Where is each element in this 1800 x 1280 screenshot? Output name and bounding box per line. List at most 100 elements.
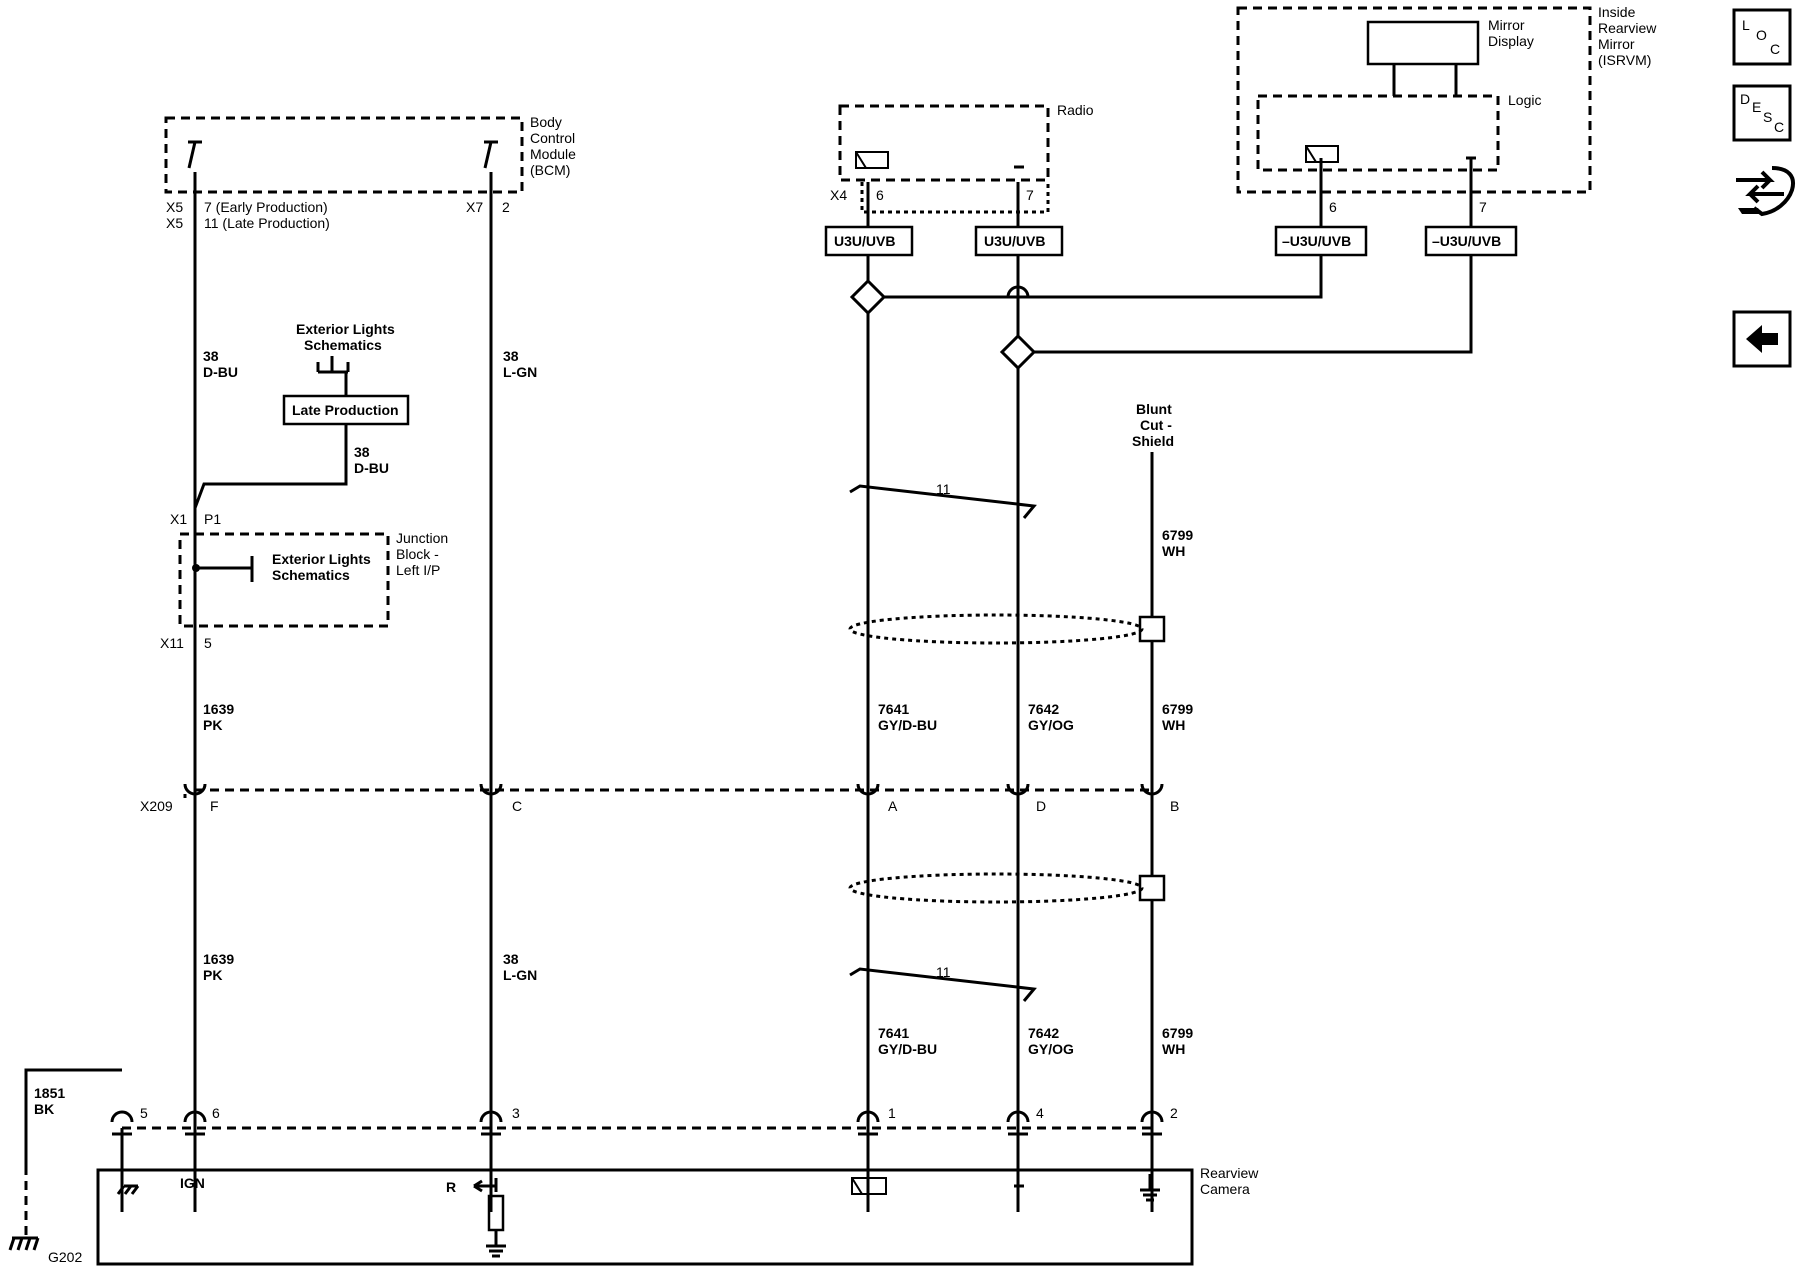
camera-r-label: R — [446, 1179, 456, 1195]
bus-tag-4: –U3U/UVB — [1432, 233, 1501, 249]
wire-38-lgn-top-color: L-GN — [503, 364, 537, 380]
bcm-x7-label: X7 — [466, 199, 483, 215]
wires — [8, 158, 1473, 1251]
wire-7641-bot-num: 7641 — [878, 1025, 909, 1041]
connector-symbols — [110, 783, 1164, 1136]
camera-label-2: Camera — [1200, 1181, 1250, 1197]
bcm-label-3: Module — [530, 146, 576, 162]
camera-label-1: Rearview — [1200, 1165, 1259, 1181]
x209-pin-d: D — [1036, 798, 1046, 814]
wire-38-dbu-mid-num: 38 — [354, 444, 370, 460]
isrvm-label-4: (ISRVM) — [1598, 52, 1651, 68]
bcm-label-2: Control — [530, 130, 575, 146]
bcm-module: Body Control Module (BCM) — [164, 114, 576, 194]
bcm-x7-pin: 2 — [502, 199, 510, 215]
connector-icon[interactable] — [1736, 166, 1795, 217]
x209-pin-f: F — [210, 798, 219, 814]
loc-button[interactable]: L O C — [1732, 8, 1792, 66]
junction-block: Exterior Lights Schematics Junction Bloc… — [178, 530, 448, 628]
blunt-cut-3: Shield — [1132, 433, 1174, 449]
x209-pin-a: A — [888, 798, 898, 814]
bcm-x5-label-b: X5 — [166, 215, 183, 231]
radio-module: Radio — [838, 102, 1094, 214]
wire-1851-num: 1851 — [34, 1085, 65, 1101]
desc-button[interactable]: D E S C — [1732, 84, 1792, 142]
isrvm-module: Mirror Display Logic Inside Rearview Mir… — [1236, 4, 1657, 194]
blunt-cut-2: Cut - — [1140, 417, 1172, 433]
connector-labels: X5 X5 7 (Early Production) 11 (Late Prod… — [48, 187, 1487, 1265]
bus-tag-2: U3U/UVB — [984, 233, 1045, 249]
wire-38-dbu-top-num: 38 — [203, 348, 219, 364]
rearview-camera-module: IGN R Rearview Camera — [96, 1165, 1259, 1266]
wire-7642-bot-color: GY/OG — [1028, 1041, 1074, 1057]
isrvm-pin-b: 7 — [1479, 199, 1487, 215]
isrvm-pin-a: 6 — [1329, 199, 1337, 215]
wire-6799-bot-num: 6799 — [1162, 1025, 1193, 1041]
radio-x4-label: X4 — [830, 187, 847, 203]
jb-pin-label: 5 — [204, 635, 212, 651]
bcm-label-4: (BCM) — [530, 162, 570, 178]
desc-letter-s: S — [1763, 109, 1772, 125]
cam-pin-4: 4 — [1036, 1105, 1044, 1121]
ext-lights-jb-1: Exterior Lights — [272, 551, 371, 567]
wire-1639-bot-color: PK — [203, 967, 222, 983]
wire-6799-top-num: 6799 — [1162, 527, 1193, 543]
wire-1851-color: BK — [34, 1101, 54, 1117]
wire-38-lgn-bot-color: L-GN — [503, 967, 537, 983]
wire-38-dbu-mid-color: D-BU — [354, 460, 389, 476]
wire-7642-bot-num: 7642 — [1028, 1025, 1059, 1041]
back-arrow-icon[interactable] — [1732, 310, 1792, 368]
radio-pin-a: 6 — [876, 187, 884, 203]
wire-7642-top-num: 7642 — [1028, 701, 1059, 717]
x209-pin-b: B — [1170, 798, 1179, 814]
x209-label: X209 — [140, 798, 173, 814]
isrvm-label-1: Inside — [1598, 4, 1636, 20]
logic-label: Logic — [1508, 92, 1541, 108]
logic-box — [1256, 94, 1500, 172]
bus-tag-3: –U3U/UVB — [1282, 233, 1351, 249]
jb-x1-label: X1 — [170, 511, 187, 527]
bcm-label-1: Body — [530, 114, 562, 130]
isrvm-label-3: Mirror — [1598, 36, 1635, 52]
bcm-x5-pin-a: 7 (Early Production) — [204, 199, 328, 215]
ext-lights-top-2: Schematics — [304, 337, 382, 353]
cam-pin-1: 1 — [888, 1105, 896, 1121]
loc-letter-o: O — [1756, 27, 1767, 43]
camera-ign-label: IGN — [180, 1175, 205, 1191]
wire-6799-mid-num: 6799 — [1162, 701, 1193, 717]
ext-lights-jb-2: Schematics — [272, 567, 350, 583]
mirror-display-label-2: Display — [1488, 33, 1534, 49]
wire-38-lgn-bot-num: 38 — [503, 951, 519, 967]
wire-38-lgn-top-num: 38 — [503, 348, 519, 364]
junction-block-label-3: Left I/P — [396, 562, 440, 578]
wire-6799-bot-color: WH — [1162, 1041, 1185, 1057]
twist-count-bottom: 11 — [936, 964, 951, 980]
wire-6799-top-color: WH — [1162, 543, 1185, 559]
cam-pin-2: 2 — [1170, 1105, 1178, 1121]
late-production-label: Late Production — [292, 402, 399, 418]
desc-letter-d: D — [1740, 91, 1750, 107]
wire-7642-top-color: GY/OG — [1028, 717, 1074, 733]
wire-7641-top-color: GY/D-BU — [878, 717, 937, 733]
radio-pin-b: 7 — [1026, 187, 1034, 203]
cam-pin-5: 5 — [140, 1105, 148, 1121]
mirror-display-label-1: Mirror — [1488, 17, 1525, 33]
loc-letter-l: L — [1742, 17, 1750, 33]
cam-pin-3: 3 — [512, 1105, 520, 1121]
loc-letter-c: C — [1770, 41, 1780, 57]
cam-pin-6: 6 — [212, 1105, 220, 1121]
late-production-box — [282, 394, 410, 426]
wire-7641-bot-color: GY/D-BU — [878, 1041, 937, 1057]
twist-count-top: 11 — [936, 481, 951, 497]
bus-tag-1: U3U/UVB — [834, 233, 895, 249]
wire-labels: 38 D-BU 38 L-GN 38 D-BU 1639 PK 1639 PK … — [34, 348, 1193, 1117]
bus-tags: U3U/UVB U3U/UVB –U3U/UVB –U3U/UVB — [824, 225, 1518, 257]
wire-38-dbu-top-color: D-BU — [203, 364, 238, 380]
mirror-display-box — [1366, 20, 1480, 66]
x209-pin-c: C — [512, 798, 522, 814]
desc-letter-c: C — [1774, 119, 1784, 135]
radio-label: Radio — [1057, 102, 1094, 118]
jb-p1-label: P1 — [204, 511, 221, 527]
wire-7641-top-num: 7641 — [878, 701, 909, 717]
